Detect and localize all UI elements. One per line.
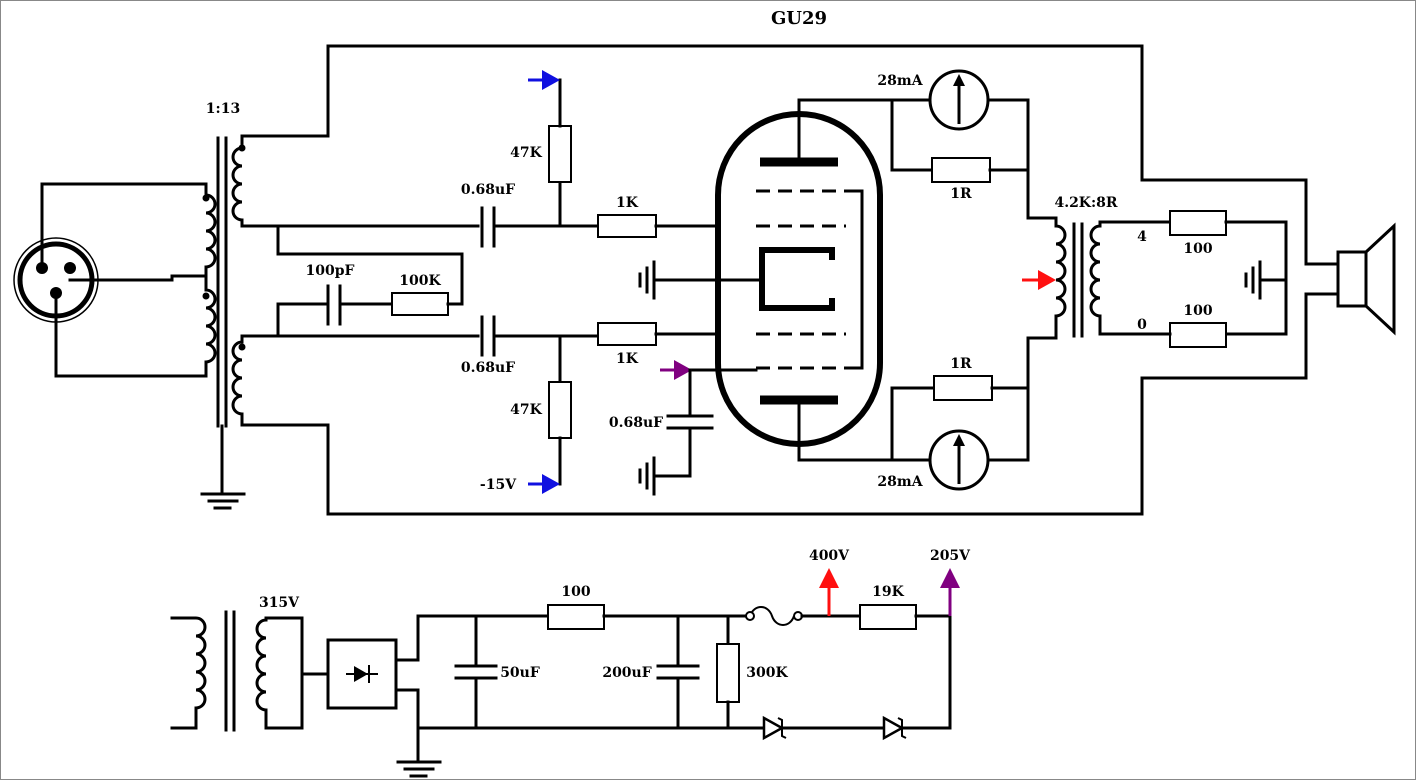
load-resistor-top-label: 100 [1183, 241, 1212, 257]
screen-supply-voltage-label: 205V [930, 548, 971, 564]
load-resistor-loop-wire [1224, 220, 1288, 336]
sense-wire-top-left [890, 98, 934, 172]
bias-arrow-bottom [528, 474, 560, 494]
grid-leak-resistor-bottom [548, 381, 572, 439]
current-meter-bottom [928, 429, 990, 491]
current-meter-top [928, 69, 990, 131]
psu-filter-resistor-label: 100 [561, 584, 590, 600]
b-plus-feed-arrow [1022, 270, 1056, 290]
load-resistor-top [1169, 210, 1227, 236]
speaker-wire-top [1140, 178, 1340, 266]
grid-stopper-bottom [597, 322, 657, 346]
grid-stopper-top [597, 214, 657, 238]
output-transformer [1026, 216, 1122, 340]
xlr-pin-wire-hot [40, 182, 208, 270]
coupling-cap-top-label: 0.68uF [461, 182, 515, 198]
ground-symbol-screen [638, 456, 656, 496]
bridge-rectifier [326, 638, 398, 710]
filter-cap-1-label: 50uF [500, 665, 540, 681]
psu-secondary-voltage-label: 315V [259, 595, 300, 611]
grid-leak-top-label: 47K [510, 145, 542, 161]
feedback-resistor-label: 100K [399, 273, 441, 289]
load-resistor-bottom [1169, 322, 1227, 348]
xlr-pin-wire-cold [54, 291, 208, 378]
b-plus-voltage-label: 400V [809, 548, 850, 564]
sense-resistor-bottom-label: 1R [950, 356, 972, 372]
grid-stopper-top-label: 1K [616, 195, 639, 211]
grid-leak-resistor-top [548, 125, 572, 183]
ground-symbol-psu [396, 760, 442, 778]
load-resistor-bottom-label: 100 [1183, 303, 1212, 319]
grid-stopper-bottom-label: 1K [616, 351, 639, 367]
meter-bottom-current-label: 28mA [877, 474, 923, 490]
zener-diode-1 [762, 715, 787, 741]
psu-filter-resistor [547, 604, 605, 630]
plate-lead-top [797, 98, 932, 164]
psu-fuse [749, 606, 795, 626]
psu-positive-rail-1 [394, 614, 550, 662]
psu-dropper-label: 19K [872, 584, 904, 600]
coupling-cap-bottom-label: 0.68uF [461, 360, 515, 376]
xlr-pin-wire-center [68, 274, 208, 282]
sense-resistor-top-label: 1R [950, 186, 972, 202]
grid-leak-bottom-label: 47K [510, 402, 542, 418]
screen-grid-lead [844, 189, 864, 370]
feedback-wire-left [276, 302, 330, 338]
feedback-cap-label: 100pF [306, 263, 355, 279]
screen-supply-output-arrow [940, 568, 960, 616]
psu-dropper-resistor [859, 604, 917, 630]
input-transformer-ratio-label: 1:13 [206, 101, 240, 117]
sense-wire-bottom-left [890, 386, 936, 462]
sense-resistor-bottom [933, 375, 993, 401]
psu-bleeder-label: 300K [746, 665, 788, 681]
filter-capacitor-1 [454, 664, 498, 680]
filter-cap-2-label: 200uF [602, 665, 651, 681]
bottom-loop-wire [240, 376, 1144, 516]
top-loop-wire [240, 44, 1144, 182]
screen-bypass-cap-label: 0.68uF [609, 415, 663, 431]
plate-lead-bottom [797, 398, 932, 462]
center-tap-wire [276, 224, 464, 306]
zener-diode-2 [882, 715, 907, 741]
bias-voltage-label: -15V [480, 477, 517, 493]
output-transformer-ratio-label: 4.2K:8R [1054, 195, 1117, 211]
feedback-resistor [391, 292, 449, 316]
speaker-wire-bottom [1140, 292, 1340, 380]
meter-bottom-right-wire [986, 336, 1030, 462]
ground-symbol-cathode [638, 260, 656, 300]
output-tap-4-label: 4 [1137, 229, 1147, 245]
psu-bleeder-resistor [716, 643, 740, 703]
filter-capacitor-2 [656, 664, 700, 680]
b-plus-arrow [819, 568, 839, 616]
meter-top-current-label: 28mA [877, 73, 923, 89]
input-transformer [202, 134, 246, 428]
screen-bypass-ground-wire [654, 426, 692, 478]
output-tap-0-label: 0 [1137, 317, 1147, 333]
diagram-title: GU29 [771, 8, 827, 29]
ground-symbol-input [200, 492, 246, 510]
sense-resistor-top [931, 157, 991, 183]
power-transformer [170, 610, 304, 732]
speaker-icon [1336, 222, 1396, 336]
screen-supply-arrow [660, 360, 692, 380]
meter-top-right-wire [986, 98, 1030, 220]
bias-arrow-top [528, 70, 560, 90]
ground-symbol-output [1244, 260, 1262, 300]
